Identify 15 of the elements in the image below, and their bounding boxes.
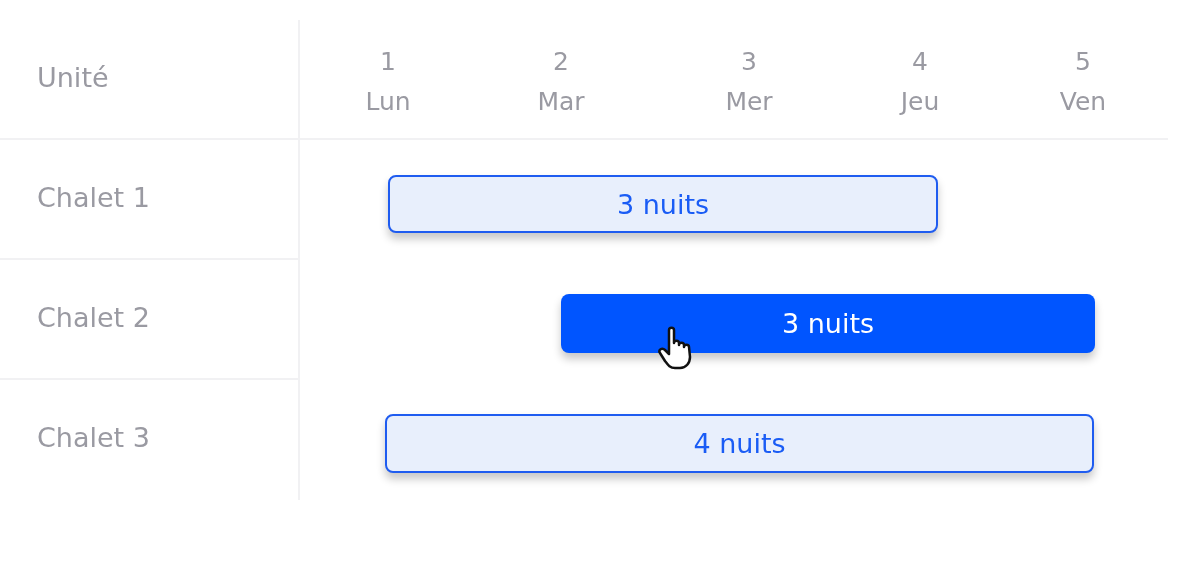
booking-duration: 3 nuits (781, 308, 875, 339)
booking-bar (385, 414, 1094, 473)
column-header: 3 Mer (725, 46, 773, 118)
booking-bar (561, 294, 1095, 353)
column-header: Unité (37, 62, 109, 93)
booking-bar (388, 175, 938, 233)
row-header: Chalet 1 (37, 182, 150, 213)
column-header: 2 Mar (537, 46, 585, 118)
booking-duration: 3 nuits (616, 188, 710, 220)
row-header: Chalet 3 (37, 422, 150, 453)
row-header: Chalet 2 (37, 302, 150, 333)
column-header: 5 Ven (1059, 46, 1107, 118)
column-header: 4 Jeu (900, 46, 940, 118)
column-header: 1 Lun (365, 46, 411, 118)
booking-duration: 4 nuits (693, 428, 786, 459)
